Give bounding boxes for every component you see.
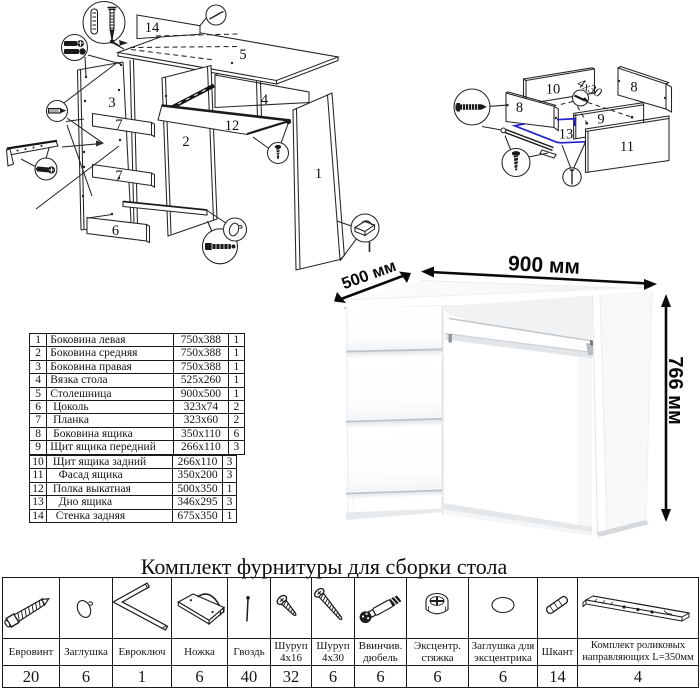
svg-text:8: 8: [630, 80, 637, 96]
svg-text:2: 2: [182, 134, 189, 150]
svg-text:12: 12: [225, 118, 240, 134]
svg-text:8: 8: [516, 100, 523, 116]
svg-text:14: 14: [145, 20, 160, 36]
svg-text:7: 7: [115, 168, 122, 184]
svg-text:4: 4: [261, 92, 269, 108]
svg-text:11: 11: [620, 139, 634, 155]
svg-text:900 мм: 900 мм: [507, 252, 580, 279]
svg-text:9: 9: [597, 112, 604, 128]
svg-text:5: 5: [239, 47, 246, 63]
svg-text:7: 7: [115, 117, 122, 133]
svg-text:10: 10: [546, 82, 561, 98]
svg-text:6: 6: [112, 223, 119, 239]
svg-text:13: 13: [559, 127, 574, 143]
svg-text:3: 3: [108, 95, 115, 111]
svg-text:1: 1: [315, 166, 322, 182]
svg-text:766 мм: 766 мм: [664, 356, 686, 425]
